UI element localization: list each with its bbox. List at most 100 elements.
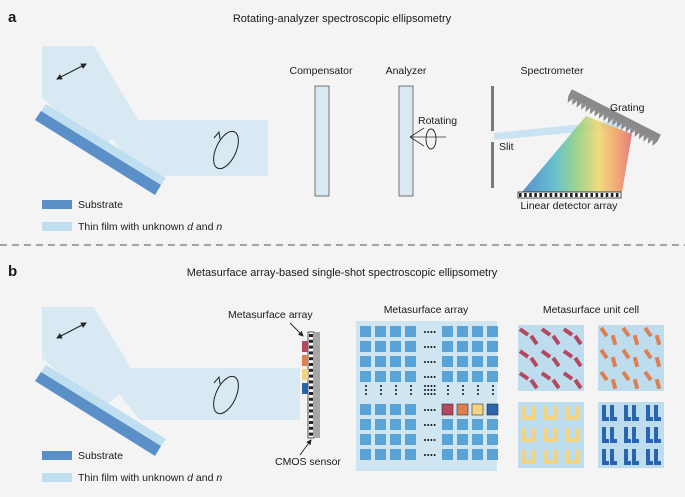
cmos-pointer (299, 439, 312, 456)
ellipsis-dot (433, 331, 436, 333)
cmos-pixel (309, 368, 313, 372)
ellipsis-dot (380, 385, 382, 387)
array-tile (487, 449, 498, 460)
ellipsis-dot (427, 385, 430, 387)
slit-lower (491, 142, 494, 188)
nanofin (551, 378, 561, 390)
detector-pixel (605, 193, 609, 197)
metasurface-segment (302, 383, 308, 394)
detector-label: Linear detector array (521, 200, 619, 212)
ellipsis-dot (395, 393, 397, 395)
cmos-pixel (309, 351, 313, 355)
cmos-pixel (309, 397, 313, 401)
detector-pixel (585, 193, 588, 197)
cmos-pixel (309, 339, 313, 343)
nanofin (632, 356, 640, 368)
nanofin (643, 370, 653, 382)
nanofin (573, 378, 583, 390)
array-tile (390, 371, 401, 382)
ellipsis-dot (427, 409, 430, 411)
thin-film (41, 104, 166, 185)
cmos-pixel (309, 392, 313, 395)
ellipsis-dot (424, 376, 426, 378)
ellipsis-dot (410, 393, 412, 395)
panel-b: b Metasurface array-based single-shot sp… (8, 263, 664, 484)
polarization-arrow (56, 63, 87, 80)
array-tile (375, 341, 386, 352)
nanofin (654, 378, 662, 390)
legend-film-swatch (42, 222, 72, 231)
array-tile (456, 403, 469, 416)
nanofin (562, 349, 574, 359)
ellipse-polarization (213, 130, 239, 170)
array-tile (375, 449, 386, 460)
array-tile (487, 341, 498, 352)
detector-pixel (564, 193, 568, 197)
metasurface-segment (302, 341, 308, 352)
array-tile (457, 326, 468, 337)
metasurface-device (302, 331, 320, 439)
detector-pixel (534, 193, 537, 197)
l-shaped-nanostructure (646, 405, 661, 421)
rotation-axis (409, 127, 446, 147)
ellipsis-dot (410, 389, 412, 391)
ellipsis-dot (430, 454, 433, 456)
ellipsis-dot (427, 454, 430, 456)
ellipsis-dot (427, 393, 430, 395)
nanofin (573, 334, 583, 346)
array-tile (472, 326, 483, 337)
ellipsis-dot (427, 346, 430, 348)
detector-pixel (519, 193, 522, 197)
array-tile (442, 341, 453, 352)
ellipsis-dot (365, 389, 367, 391)
dispersed-spectrum (522, 116, 632, 192)
ellipsis-dot (430, 361, 433, 363)
detector-pixel (554, 193, 558, 197)
array-tile (360, 449, 371, 460)
array-tile (457, 371, 468, 382)
array-tile (360, 341, 371, 352)
array-tile (375, 371, 386, 382)
l-shaped-nanostructure (624, 449, 639, 465)
ellipsis-dot (424, 389, 426, 391)
array-tile (405, 326, 416, 337)
nanofin (654, 334, 662, 346)
array-tile (442, 356, 453, 367)
array-tile (442, 434, 453, 445)
legend-film-label-b: Thin film with unknown d and n (78, 472, 222, 484)
compensator-plate (314, 85, 330, 197)
array-tile (472, 371, 483, 382)
detector-pixel (590, 193, 593, 197)
nanofin (551, 356, 561, 368)
ellipsis-dot (424, 424, 426, 426)
cmos-pixel (309, 421, 313, 424)
metasurface-pointer (289, 322, 304, 337)
detector-frame (517, 191, 622, 199)
ellipsis-dot (430, 393, 433, 395)
nanofin (599, 326, 609, 338)
nanofin (621, 326, 631, 338)
cmos-pixel (309, 415, 313, 419)
array-tile (487, 419, 498, 430)
compensator-label: Compensator (289, 65, 353, 77)
nanofin (540, 349, 552, 359)
rotation-circle-icon (425, 128, 437, 150)
u-shaped-nanostructure (522, 406, 536, 420)
array-tile (405, 404, 416, 415)
ellipsis-dot (477, 385, 479, 387)
cmos-pixel (309, 426, 313, 430)
cmos-pixel (309, 386, 313, 390)
array-tile (360, 356, 371, 367)
nanofin (632, 378, 640, 390)
array-tile (457, 449, 468, 460)
nanofin (599, 370, 609, 382)
nanofin (540, 327, 552, 337)
array-tile (390, 419, 401, 430)
array-tile (360, 419, 371, 430)
unit-cell-bg (518, 402, 584, 468)
cmos-pixel (309, 363, 313, 366)
array-tile (442, 371, 453, 382)
ellipsis-dot (462, 389, 464, 391)
array-tile (360, 434, 371, 445)
ellipsis-dot (427, 361, 430, 363)
